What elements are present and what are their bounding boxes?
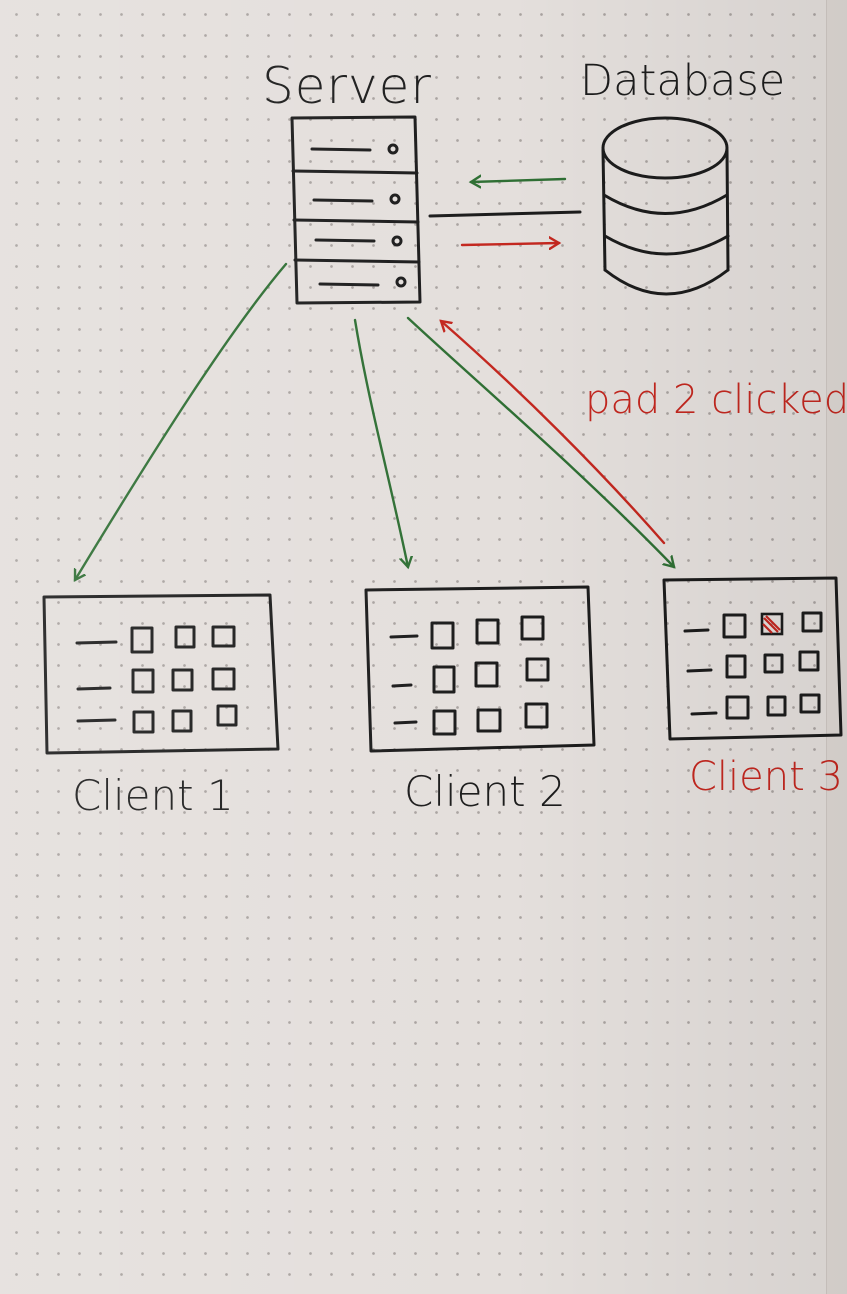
pad-clicked-annotation: pad 2 clicked bbox=[585, 377, 847, 423]
pad bbox=[799, 693, 821, 714]
server-to-client-2-arrow bbox=[353, 318, 408, 567]
pad bbox=[476, 708, 502, 733]
server-label: Server bbox=[262, 57, 432, 115]
pad bbox=[171, 709, 193, 733]
pad bbox=[801, 611, 823, 633]
pad bbox=[211, 625, 236, 648]
server-to-database-arrow bbox=[460, 243, 559, 245]
pad bbox=[766, 695, 787, 717]
client-1-window bbox=[42, 593, 280, 755]
server-to-client-3-arrow bbox=[406, 316, 674, 567]
pad bbox=[725, 654, 747, 679]
pad bbox=[722, 613, 747, 639]
pad bbox=[520, 615, 545, 641]
pad bbox=[474, 661, 499, 688]
database-label: Database bbox=[580, 56, 785, 106]
pad bbox=[430, 621, 455, 650]
pad bbox=[475, 618, 500, 645]
pad bbox=[525, 657, 550, 682]
client-3-to-server-arrow bbox=[441, 321, 666, 545]
server-icon bbox=[290, 115, 422, 305]
pad bbox=[130, 626, 154, 654]
pad bbox=[432, 709, 457, 736]
server-to-client-1-arrow bbox=[75, 262, 288, 580]
pad bbox=[763, 653, 784, 674]
server-database-link bbox=[428, 210, 582, 218]
pad bbox=[171, 668, 194, 692]
next-page-edge bbox=[826, 0, 847, 1294]
pad bbox=[524, 702, 549, 729]
client-3-label: Client 3 bbox=[689, 754, 843, 800]
pad bbox=[798, 650, 820, 672]
client-3-window bbox=[662, 576, 843, 741]
database-to-server-arrow bbox=[471, 179, 567, 182]
database-icon bbox=[601, 116, 730, 296]
pad bbox=[132, 710, 155, 734]
pad bbox=[211, 667, 236, 691]
clicked-pad-highlight bbox=[760, 612, 784, 636]
pad bbox=[131, 668, 155, 694]
pad bbox=[432, 665, 456, 694]
client-2-window bbox=[364, 585, 596, 753]
client-2-label: Client 2 bbox=[404, 767, 566, 816]
pad bbox=[725, 695, 750, 720]
pad bbox=[174, 625, 196, 649]
pad bbox=[216, 704, 238, 727]
client-1-label: Client 1 bbox=[72, 771, 234, 820]
